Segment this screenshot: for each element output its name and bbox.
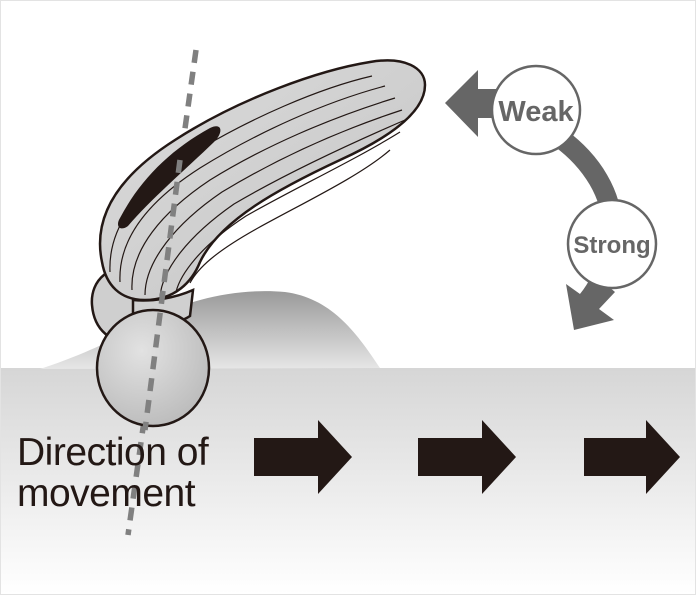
strong-bubble: Strong <box>566 198 658 290</box>
direction-of-movement-label: Direction of movement <box>17 431 209 515</box>
tilt-axis-line-front <box>142 159 183 431</box>
weak-bubble: Weak <box>490 64 582 156</box>
direction-label-line2: movement <box>17 472 196 515</box>
weak-label: Weak <box>498 96 574 128</box>
movement-arrows <box>254 420 680 494</box>
right-arrow-icon <box>418 420 516 494</box>
right-arrow-icon <box>584 420 680 494</box>
device-grip-strip <box>117 126 221 229</box>
direction-label-line1: Direction of <box>17 431 209 474</box>
device-ribs <box>109 75 406 298</box>
right-arrow-icon <box>254 420 352 494</box>
strong-label: Strong <box>573 232 650 259</box>
